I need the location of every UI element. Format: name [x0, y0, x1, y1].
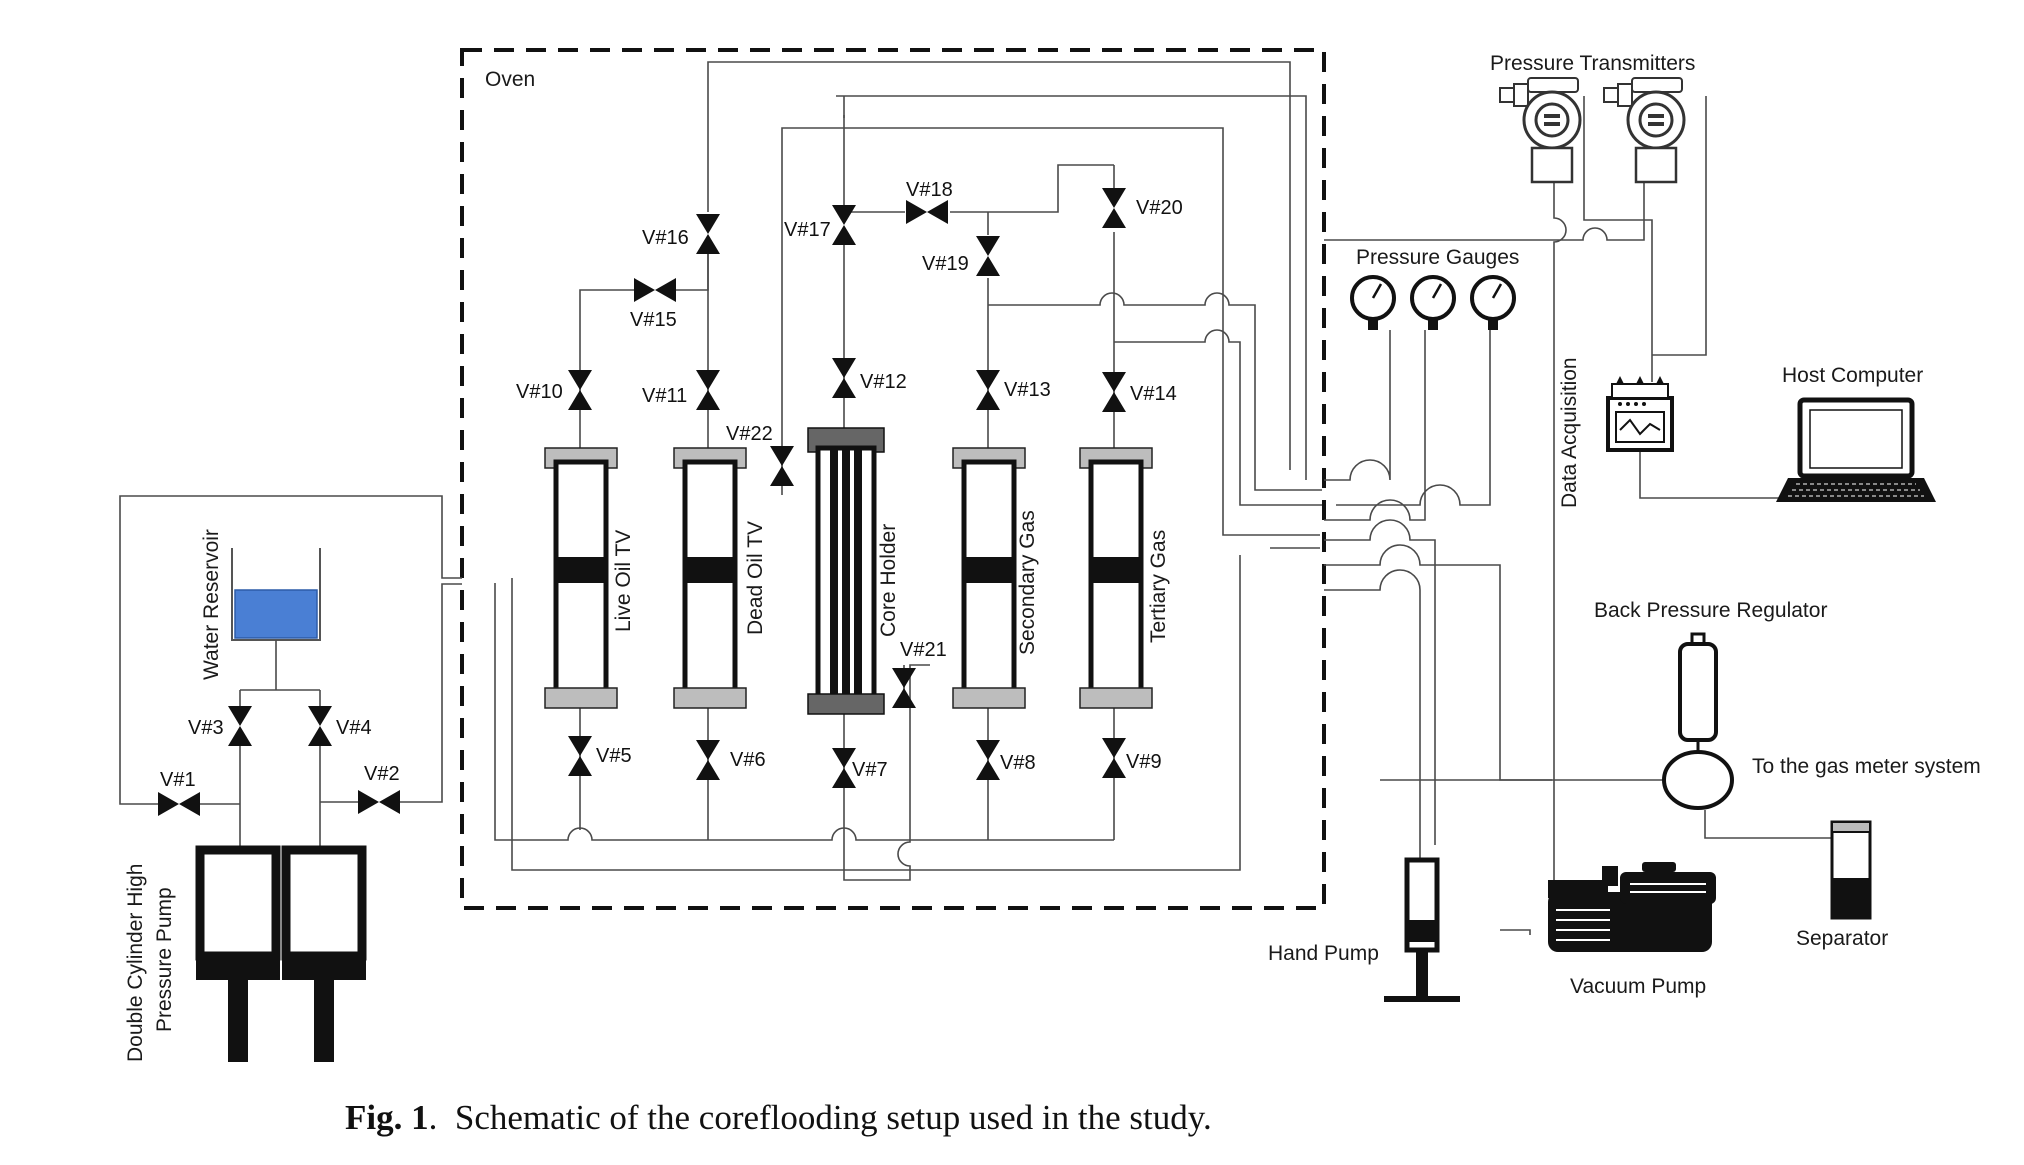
- gauge-1: [1350, 275, 1396, 330]
- vacuum-pump: Vacuum Pump: [1548, 862, 1716, 998]
- svg-text:V#9: V#9: [1126, 751, 1162, 773]
- valve-v18[interactable]: V#18: [906, 179, 953, 224]
- live-oil-label: Live Oil TV: [612, 530, 635, 632]
- svg-text:V#17: V#17: [784, 219, 831, 241]
- valve-v21[interactable]: V#21: [892, 639, 947, 708]
- valve-v6[interactable]: V#6: [696, 740, 766, 780]
- dead-oil-tv: Dead Oil TV: [673, 447, 767, 709]
- water-reservoir: Water Reservoir: [200, 529, 321, 706]
- pressure-transmitters: Pressure Transmitters: [1490, 52, 1695, 184]
- oven-boundary: [460, 48, 1326, 910]
- core-holder-label: Core Holder: [877, 524, 900, 637]
- pressure-transmitters-label: Pressure Transmitters: [1490, 52, 1695, 75]
- svg-text:V#10: V#10: [516, 381, 563, 403]
- svg-text:V#19: V#19: [922, 253, 969, 275]
- figure-number: Fig. 1: [345, 1098, 429, 1137]
- tertiary-gas-tv: Tertiary Gas: [1079, 447, 1170, 709]
- water-reservoir-label: Water Reservoir: [200, 529, 223, 680]
- valve-v7[interactable]: V#7: [832, 748, 888, 788]
- svg-text:V#13: V#13: [1004, 379, 1051, 401]
- figure-caption-text: Schematic of the coreflooding setup used…: [454, 1098, 1212, 1137]
- valve-v12[interactable]: V#12: [832, 358, 907, 398]
- pressure-gauges: Pressure Gauges: [1350, 246, 1519, 330]
- valve-v16[interactable]: V#16: [642, 214, 720, 254]
- core-holder: Core Holder: [807, 427, 900, 715]
- back-pressure-regulator-label: Back Pressure Regulator: [1594, 599, 1827, 622]
- host-computer-label: Host Computer: [1782, 364, 1923, 387]
- caption-separator: .: [428, 1098, 438, 1137]
- transmitter-1: [1499, 77, 1582, 184]
- data-acquisition: Data Acquisition: [1558, 357, 1674, 508]
- svg-text:V#11: V#11: [642, 385, 687, 407]
- vacuum-pump-label: Vacuum Pump: [1570, 975, 1706, 998]
- secondary-gas-label: Secondary Gas: [1016, 510, 1039, 655]
- svg-text:V#20: V#20: [1136, 197, 1183, 219]
- valve-v19[interactable]: V#19: [922, 236, 1000, 276]
- pressure-gauges-label: Pressure Gauges: [1356, 246, 1519, 269]
- svg-text:V#8: V#8: [1000, 752, 1036, 774]
- svg-text:V#18: V#18: [906, 179, 953, 201]
- svg-text:V#5: V#5: [596, 745, 632, 767]
- live-oil-tv: Live Oil TV: [544, 447, 635, 709]
- svg-text:V#1: V#1: [160, 769, 196, 791]
- valve-v13[interactable]: V#13: [976, 370, 1051, 410]
- oven-label: Oven: [485, 68, 535, 91]
- valve-v11[interactable]: V#11: [642, 370, 720, 410]
- figure-caption: Fig. 1. Schematic of the coreflooding se…: [345, 1098, 1212, 1138]
- svg-text:V#21: V#21: [900, 639, 947, 661]
- separator: Separator: [1796, 820, 1888, 950]
- svg-text:V#4: V#4: [336, 717, 372, 739]
- valve-v1[interactable]: V#1: [158, 769, 200, 816]
- valve-v3[interactable]: V#3: [188, 706, 252, 746]
- secondary-gas-tv: Secondary Gas: [952, 447, 1039, 709]
- hand-pump: Hand Pump: [1268, 857, 1460, 1002]
- svg-text:V#14: V#14: [1130, 383, 1177, 405]
- svg-text:V#16: V#16: [642, 227, 689, 249]
- data-acquisition-label: Data Acquisition: [1558, 357, 1581, 508]
- transmitter-2: [1603, 77, 1686, 184]
- external-piping: [1324, 96, 1853, 935]
- valve-v8[interactable]: V#8: [976, 740, 1036, 780]
- gauge-2: [1410, 275, 1456, 330]
- dead-oil-label: Dead Oil TV: [744, 521, 767, 635]
- svg-text:V#15: V#15: [630, 309, 677, 331]
- hand-pump-label: Hand Pump: [1268, 942, 1379, 965]
- valve-v5[interactable]: V#5: [568, 736, 632, 776]
- svg-text:V#22: V#22: [726, 423, 773, 445]
- svg-text:V#6: V#6: [730, 749, 766, 771]
- separator-label: Separator: [1796, 927, 1888, 950]
- gauge-3: [1470, 275, 1516, 330]
- double-cylinder-pump: Double Cylinder High Pressure Pump: [124, 845, 367, 1062]
- host-computer: Host Computer: [1776, 364, 1936, 502]
- tertiary-gas-label: Tertiary Gas: [1147, 530, 1170, 643]
- pump-label-line1: Double Cylinder High: [124, 864, 147, 1062]
- piping: [494, 61, 1322, 881]
- valve-v22[interactable]: V#22: [726, 423, 794, 486]
- valve-v4[interactable]: V#4: [308, 706, 372, 746]
- svg-text:V#2: V#2: [364, 763, 400, 785]
- svg-text:V#7: V#7: [852, 759, 888, 781]
- water-fill: [234, 589, 318, 639]
- valve-v2[interactable]: V#2: [358, 763, 400, 814]
- valve-v15[interactable]: V#15: [630, 278, 677, 331]
- valve-v20[interactable]: V#20: [1102, 188, 1183, 228]
- water-lines: [119, 495, 462, 850]
- pump-label-line2: Pressure Pump: [153, 887, 176, 1032]
- valve-v10[interactable]: V#10: [516, 370, 592, 410]
- valve-v9[interactable]: V#9: [1102, 738, 1162, 778]
- svg-text:V#12: V#12: [860, 371, 907, 393]
- svg-text:V#3: V#3: [188, 717, 224, 739]
- valve-v14[interactable]: V#14: [1102, 372, 1177, 412]
- gas-meter-label: To the gas meter system: [1752, 755, 1981, 778]
- valve-v17[interactable]: V#17: [784, 205, 856, 245]
- back-pressure-regulator: Back Pressure Regulator To the gas meter…: [1594, 599, 1981, 810]
